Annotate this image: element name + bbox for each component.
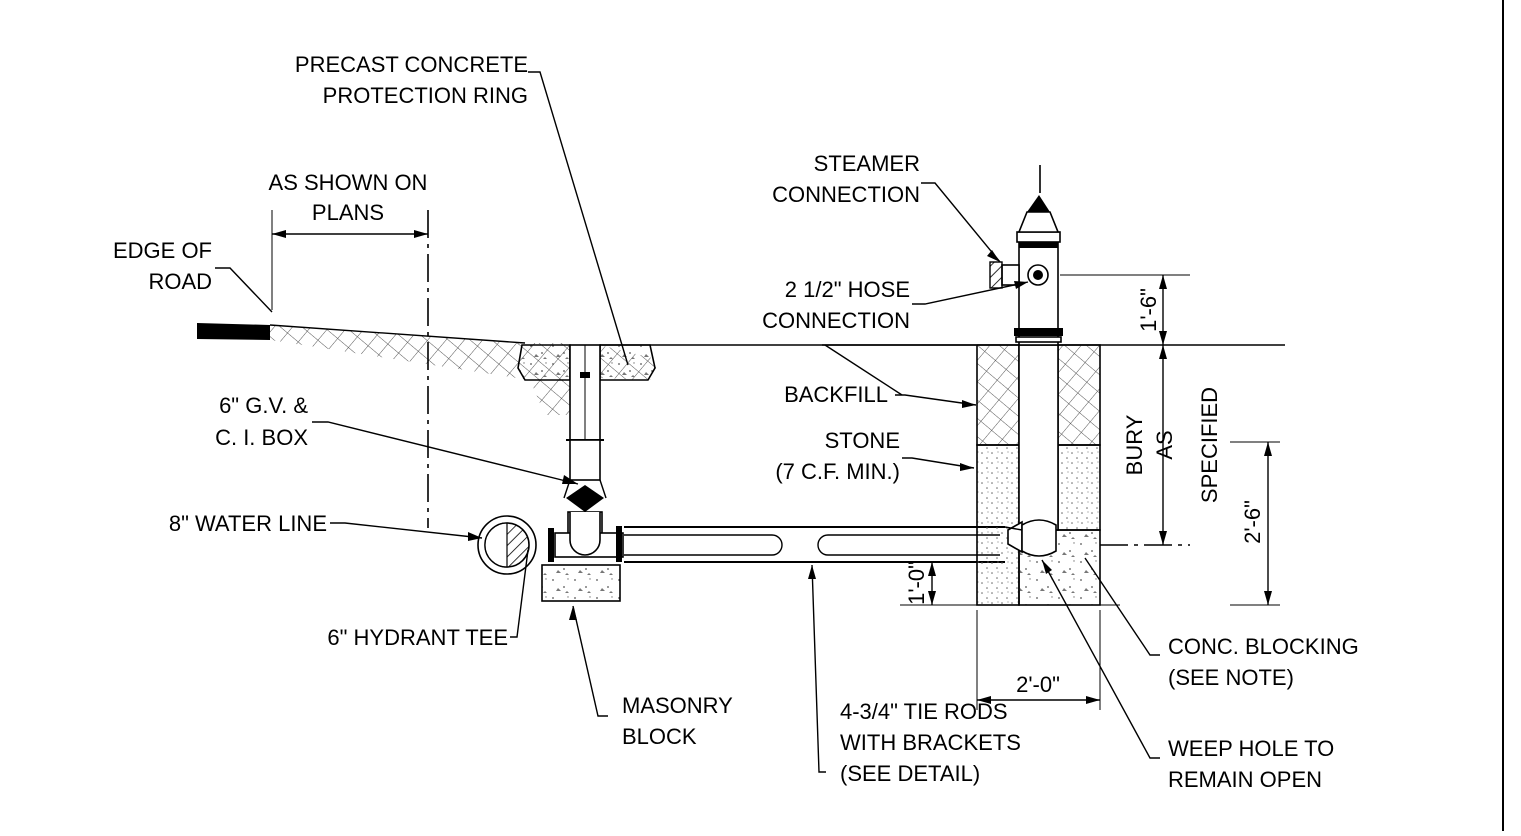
- label-hose-1: 2 1/2" HOSE: [785, 277, 910, 302]
- label-stone-2: (7 C.F. MIN.): [775, 459, 900, 484]
- label-weep-hole-2: REMAIN OPEN: [1168, 767, 1322, 792]
- label-tie-rods-2: WITH BRACKETS: [840, 730, 1021, 755]
- dim-text-2-0: 2'-0": [1016, 672, 1060, 697]
- dim-text-1-6: 1'-6": [1136, 288, 1161, 332]
- label-as-shown-1: AS SHOWN ON: [269, 170, 428, 195]
- label-edge-road-1: EDGE OF: [113, 238, 212, 263]
- backfill-zone: [976, 344, 1101, 446]
- hydrant-tee: [548, 512, 624, 562]
- dim-2-6: [1230, 441, 1280, 606]
- label-stone-1: STONE: [825, 428, 900, 453]
- label-steamer-1: STEAMER: [814, 151, 920, 176]
- label-masonry-1: MASONRY: [622, 693, 733, 718]
- label-tie-rods-1: 4-3/4" TIE RODS: [840, 699, 1008, 724]
- label-precast-2: PROTECTION RING: [323, 83, 528, 108]
- label-bury: BURY: [1122, 414, 1147, 475]
- label-backfill: BACKFILL: [784, 382, 888, 407]
- lateral-pipe: [624, 526, 1005, 563]
- label-gv-1: 6" G.V. &: [219, 393, 308, 418]
- road-edge: [197, 323, 270, 340]
- hydrant-barrel: [989, 195, 1063, 557]
- label-as: AS: [1152, 430, 1177, 459]
- dim-1-0: [900, 561, 1120, 606]
- label-edge-road-2: ROAD: [148, 269, 212, 294]
- label-weep-hole-1: WEEP HOLE TO: [1168, 736, 1334, 761]
- water-line-main: [477, 515, 537, 575]
- dim-bury: [1100, 345, 1190, 546]
- label-gv-2: C. I. BOX: [215, 425, 308, 450]
- label-masonry-2: BLOCK: [622, 724, 697, 749]
- leader-lines: [215, 71, 1160, 773]
- label-steamer-2: CONNECTION: [772, 182, 920, 207]
- dim-2-0: [976, 610, 1101, 710]
- dim-1-6: [1060, 274, 1190, 346]
- dim-as-shown: [272, 230, 428, 238]
- label-as-shown-2: PLANS: [312, 200, 384, 225]
- label-hydrant-tee: 6" HYDRANT TEE: [327, 625, 508, 650]
- dim-text-1-0: 1'-0": [904, 561, 929, 605]
- dim-text-2-6: 2'-6": [1240, 500, 1265, 544]
- masonry-block: [541, 564, 621, 602]
- label-tie-rods-3: (SEE DETAIL): [840, 761, 980, 786]
- label-specified: SPECIFIED: [1197, 387, 1222, 503]
- label-conc-blocking-2: (SEE NOTE): [1168, 665, 1294, 690]
- label-precast-1: PRECAST CONCRETE: [295, 52, 528, 77]
- label-conc-blocking-1: CONC. BLOCKING: [1168, 634, 1359, 659]
- valve-box: [563, 344, 607, 541]
- label-hose-2: CONNECTION: [762, 308, 910, 333]
- label-water-line: 8" WATER LINE: [169, 511, 327, 536]
